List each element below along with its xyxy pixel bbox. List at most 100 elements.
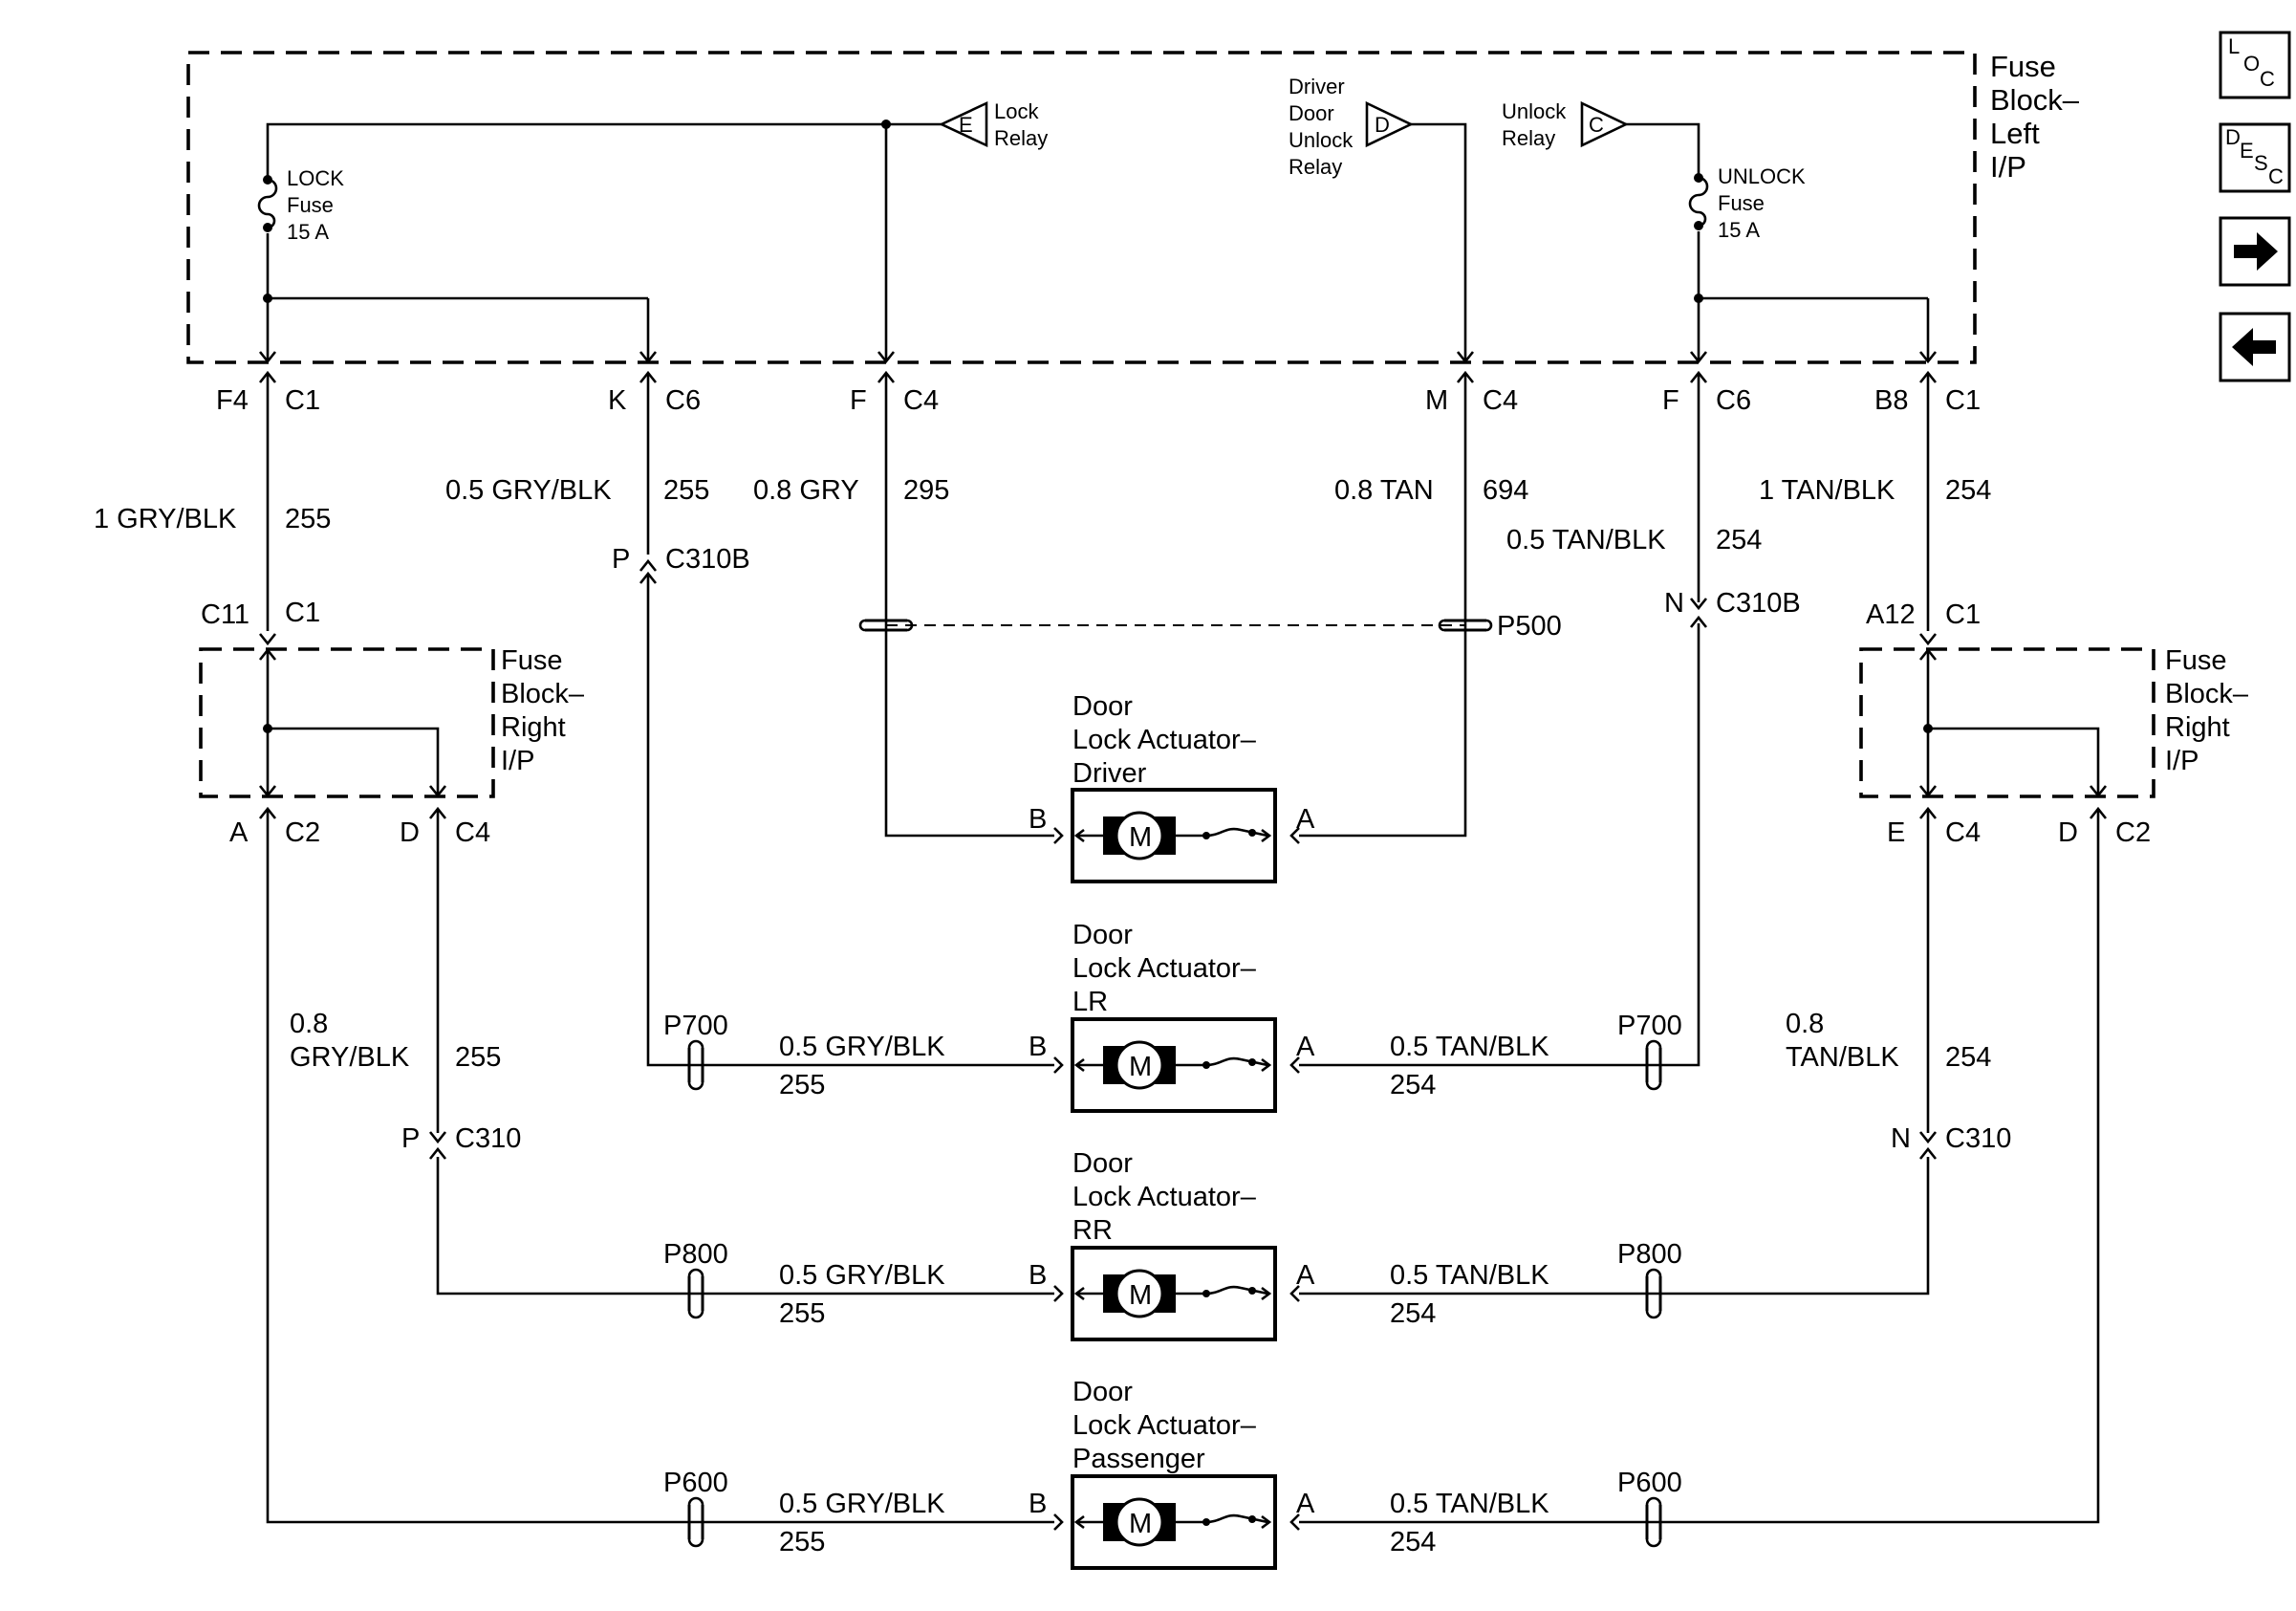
vwire-right-color: TAN/BLK [1786,1042,1899,1073]
vwire-left-gauge: 0.8 [290,1009,328,1039]
actuator-lr: Door Lock Actuator– LR B A M P700 0.5 GR… [663,920,1682,1113]
fbr-right-title-3: Right [2165,712,2230,743]
desc-button[interactable]: D E S C [2219,122,2291,193]
next-button[interactable] [2219,216,2291,287]
driver-unlock-relay-label-1: Driver [1289,75,1345,98]
wire-label-3-wire: 0.8 GRY [753,475,859,506]
desc-letter-s: S [2254,151,2268,175]
lock-relay-letter: E [959,113,973,137]
term-m-conn: C4 [1483,385,1518,416]
term-b8-pin: B8 [1874,385,1908,416]
actuator-rr-motor: M [1129,1280,1152,1311]
term-f-c6-conn: C6 [1716,385,1751,416]
lock-fuse: LOCK Fuse 15 A [257,166,344,244]
term-b8-conn: C1 [1945,385,1981,416]
p500-label: P500 [1497,611,1562,642]
term-f-c6-pin: F [1662,385,1679,416]
actuator-rr: Door Lock Actuator– RR B A M P800 0.5 GR… [663,1148,1682,1341]
fbr-left-title-3: Right [501,712,566,743]
fuse-block-left-title-2: Block– [1990,83,2080,117]
fbr-left-out-a-conn: C2 [285,817,320,848]
actuator-rr-pin-b: B [1029,1260,1047,1291]
actuator-rr-left-splice: P800 [663,1239,728,1270]
c310b-left-pin: P [612,544,630,575]
fuse-block-left-title-3: Left [1990,117,2040,150]
fbr-left-in-pin: C11 [201,599,249,630]
actuator-lr-left-wire: 0.5 GRY/BLK [779,1032,945,1062]
fbr-left-out-d-pin: D [400,817,420,848]
actuator-lr-motor: M [1129,1052,1152,1082]
actuator-lr-pin-a: A [1296,1032,1315,1062]
fuse-block-left-title-1: Fuse [1990,50,2056,83]
actuator-lr-body: M [1053,1017,1300,1113]
prev-button[interactable] [2219,312,2291,382]
actuator-driver-motor: M [1129,822,1152,853]
loc-button[interactable]: L O C [2219,31,2291,99]
term-f-c4-conn: C4 [903,385,939,416]
actuator-rr-title-3: RR [1072,1215,1113,1246]
top-terminals: F4 C1 K C6 F C4 M C4 F C6 B8 C1 [216,351,1981,416]
actuator-rr-body: M [1053,1246,1300,1341]
actuator-rr-right-wire: 0.5 TAN/BLK [1390,1260,1549,1291]
actuator-lr-right-splice: P700 [1617,1011,1682,1041]
c310b-right-conn: C310B [1716,588,1801,619]
actuator-driver-body: M [1053,788,1300,883]
actuator-rr-title-1: Door [1072,1148,1133,1179]
wire-label-2-wire: 0.5 GRY/BLK [445,475,612,506]
actuator-driver-title-2: Lock Actuator– [1072,725,1257,755]
actuator-rr-right-splice: P800 [1617,1239,1682,1270]
wire-label-5-wire: 0.5 TAN/BLK [1506,525,1666,555]
driver-unlock-relay-label-3: Unlock [1289,128,1354,152]
term-m-pin: M [1425,385,1448,416]
arrow-left-icon [2232,328,2276,366]
wire-label-5-circuit: 254 [1716,525,1762,555]
actuator-lr-left-splice: P700 [663,1011,728,1041]
fbr-right-out-e-conn: C4 [1945,817,1981,848]
lower-wires [266,811,2100,1524]
c310-left: P C310 [401,1123,521,1160]
c310b-right: N C310B [1664,588,1801,628]
actuator-driver: Door Lock Actuator– Driver B A M [1029,691,1315,883]
fbr-left-title-2: Block– [501,679,585,709]
fbr-left-out-a-pin: A [229,817,249,848]
c310b-left: P C310B [612,544,750,584]
c310b-right-pin: N [1664,588,1684,619]
lock-relay-ref: E Lock Relay [938,99,1048,150]
wire-label-3-circuit: 295 [903,475,949,506]
lock-fuse-label-1: LOCK [287,166,344,190]
unlock-fuse: UNLOCK Fuse 15 A [1688,164,1806,242]
fbr-right-title-2: Block– [2165,679,2249,709]
desc-letter-e: E [2240,139,2254,163]
term-k-pin: K [608,385,627,416]
wire-label-1-wire: 1 GRY/BLK [94,504,237,534]
actuator-lr-title-2: Lock Actuator– [1072,953,1257,984]
actuator-lr-right-circuit: 254 [1390,1070,1436,1100]
fbr-right-out-d-pin: D [2058,817,2078,848]
actuator-rr-left-wire: 0.5 GRY/BLK [779,1260,945,1291]
actuator-lr-pin-b: B [1029,1032,1047,1062]
loc-letter-l: L [2228,34,2240,58]
wire-label-6-circuit: 254 [1945,475,1991,506]
vwire-left-color: GRY/BLK [290,1042,410,1073]
fbr-left-out-d-conn: C4 [455,817,490,848]
actuator-passenger-pin-b: B [1029,1489,1047,1519]
actuator-driver-title-3: Driver [1072,758,1147,789]
actuator-driver-title-1: Door [1072,691,1133,722]
term-f4-pin: F4 [216,385,249,416]
loc-letter-c: C [2260,67,2275,91]
actuator-rr-pin-a: A [1296,1260,1315,1291]
wire-label-1-circuit: 255 [285,504,331,534]
wire-labels: 1 GRY/BLK 255 0.5 GRY/BLK 255 0.8 GRY 29… [94,475,1991,555]
unlock-fuse-label-1: UNLOCK [1718,164,1806,188]
fbr-right-in-pin: A12 [1866,599,1916,630]
actuator-lr-title-3: LR [1072,987,1108,1017]
fbr-right-title-4: I/P [2165,746,2199,776]
c310b-left-conn: C310B [665,544,750,575]
vwire-right-circuit: 254 [1945,1042,1991,1073]
unlock-relay-ref: C Unlock Relay [1502,99,1630,150]
actuator-driver-pin-a: A [1296,804,1315,835]
c310-left-conn: C310 [455,1123,521,1154]
unlock-relay-label-1: Unlock [1502,99,1567,123]
lock-relay-label-2: Relay [994,126,1048,150]
actuator-lr-title-1: Door [1072,920,1133,950]
